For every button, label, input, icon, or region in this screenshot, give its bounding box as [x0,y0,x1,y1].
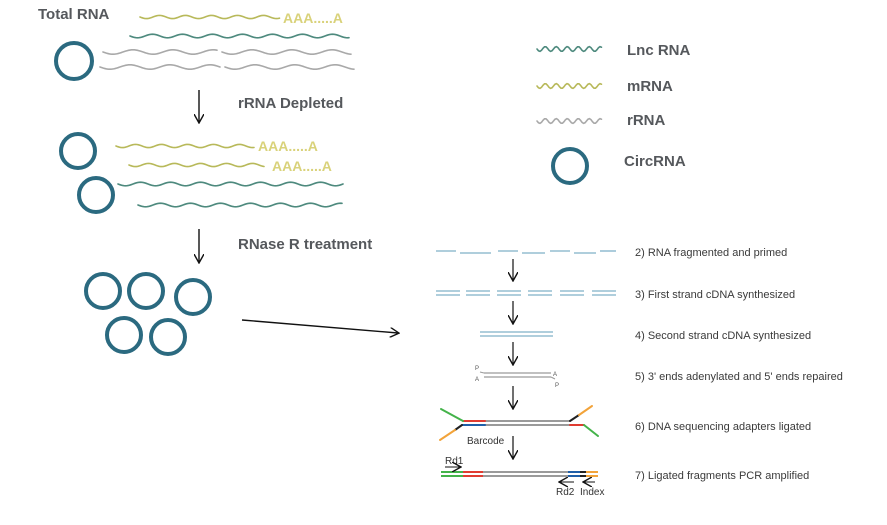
barcode-label: Barcode [467,436,505,447]
legend: Lnc RNA mRNA rRNA CircRNA [536,42,691,185]
circrna-ring [127,272,165,310]
circrna-ring [105,316,143,354]
second-strand-cdna [480,331,553,337]
rd1-primer-label: Rd1 [445,456,464,467]
pcr-amplified-library [441,471,598,477]
total-rna-label: Total RNA [38,6,110,23]
arrow-to-library-prep [241,319,398,333]
legend-circrna-swatch [551,147,589,185]
step-label: 2) RNA fragmented and primed [635,247,787,259]
fragmented-rna [436,250,616,254]
lncrna-strand [117,181,344,187]
circrna-ring [54,41,94,81]
circrna-ring [149,318,187,356]
rnase-r-label: RNase R treatment [238,236,372,253]
legend-rrna-label: rRNA [627,112,666,129]
rrna-strand [221,48,352,56]
index-primer-label: Index [580,487,604,498]
legend-mrna-swatch [536,82,603,90]
end-repaired-dna [479,371,556,380]
step-label: 5) 3' ends adenylated and 5' ends repair… [635,371,843,383]
polya-tail-label: AAA.....A [258,138,318,154]
rrna-strand [102,48,218,56]
mrna-strand [139,14,281,20]
step-label: 3) First strand cDNA synthesized [635,289,795,301]
lncrna-strand [129,33,350,39]
legend-mrna-label: mRNA [627,78,673,95]
mrna-strand [128,162,265,168]
circrna-ring [174,278,212,316]
legend-circrna-label: CircRNA [624,153,686,170]
rrna-depleted-label: rRNA Depleted [238,95,343,112]
polya-tail-label: AAA.....A [283,10,343,26]
phosphate-label: P [475,366,479,372]
circrna-ring [59,132,97,170]
step-label: 6) DNA sequencing adapters ligated [635,421,811,433]
step-label: 4) Second strand cDNA synthesized [635,330,811,342]
first-strand-cdna [436,290,616,296]
rrna-strand [99,63,221,71]
mrna-strand [115,143,255,149]
step-label: 7) Ligated fragments PCR amplified [635,470,809,482]
circrna-ring [84,272,122,310]
rd2-primer-label: Rd2 [556,487,575,498]
phosphate-label: P [555,383,559,389]
legend-lncrna-label: Lnc RNA [627,42,691,59]
legend-lncrna-swatch [536,45,603,53]
rrna-strand [224,63,355,71]
legend-rrna-swatch [536,117,603,125]
adenine-label: A [553,372,557,378]
lncrna-strand [137,202,343,208]
circrna-ring [77,176,115,214]
polya-tail-label: AAA.....A [272,158,332,174]
adenine-label: A [475,377,479,383]
adapter-ligated-dna [439,405,599,441]
